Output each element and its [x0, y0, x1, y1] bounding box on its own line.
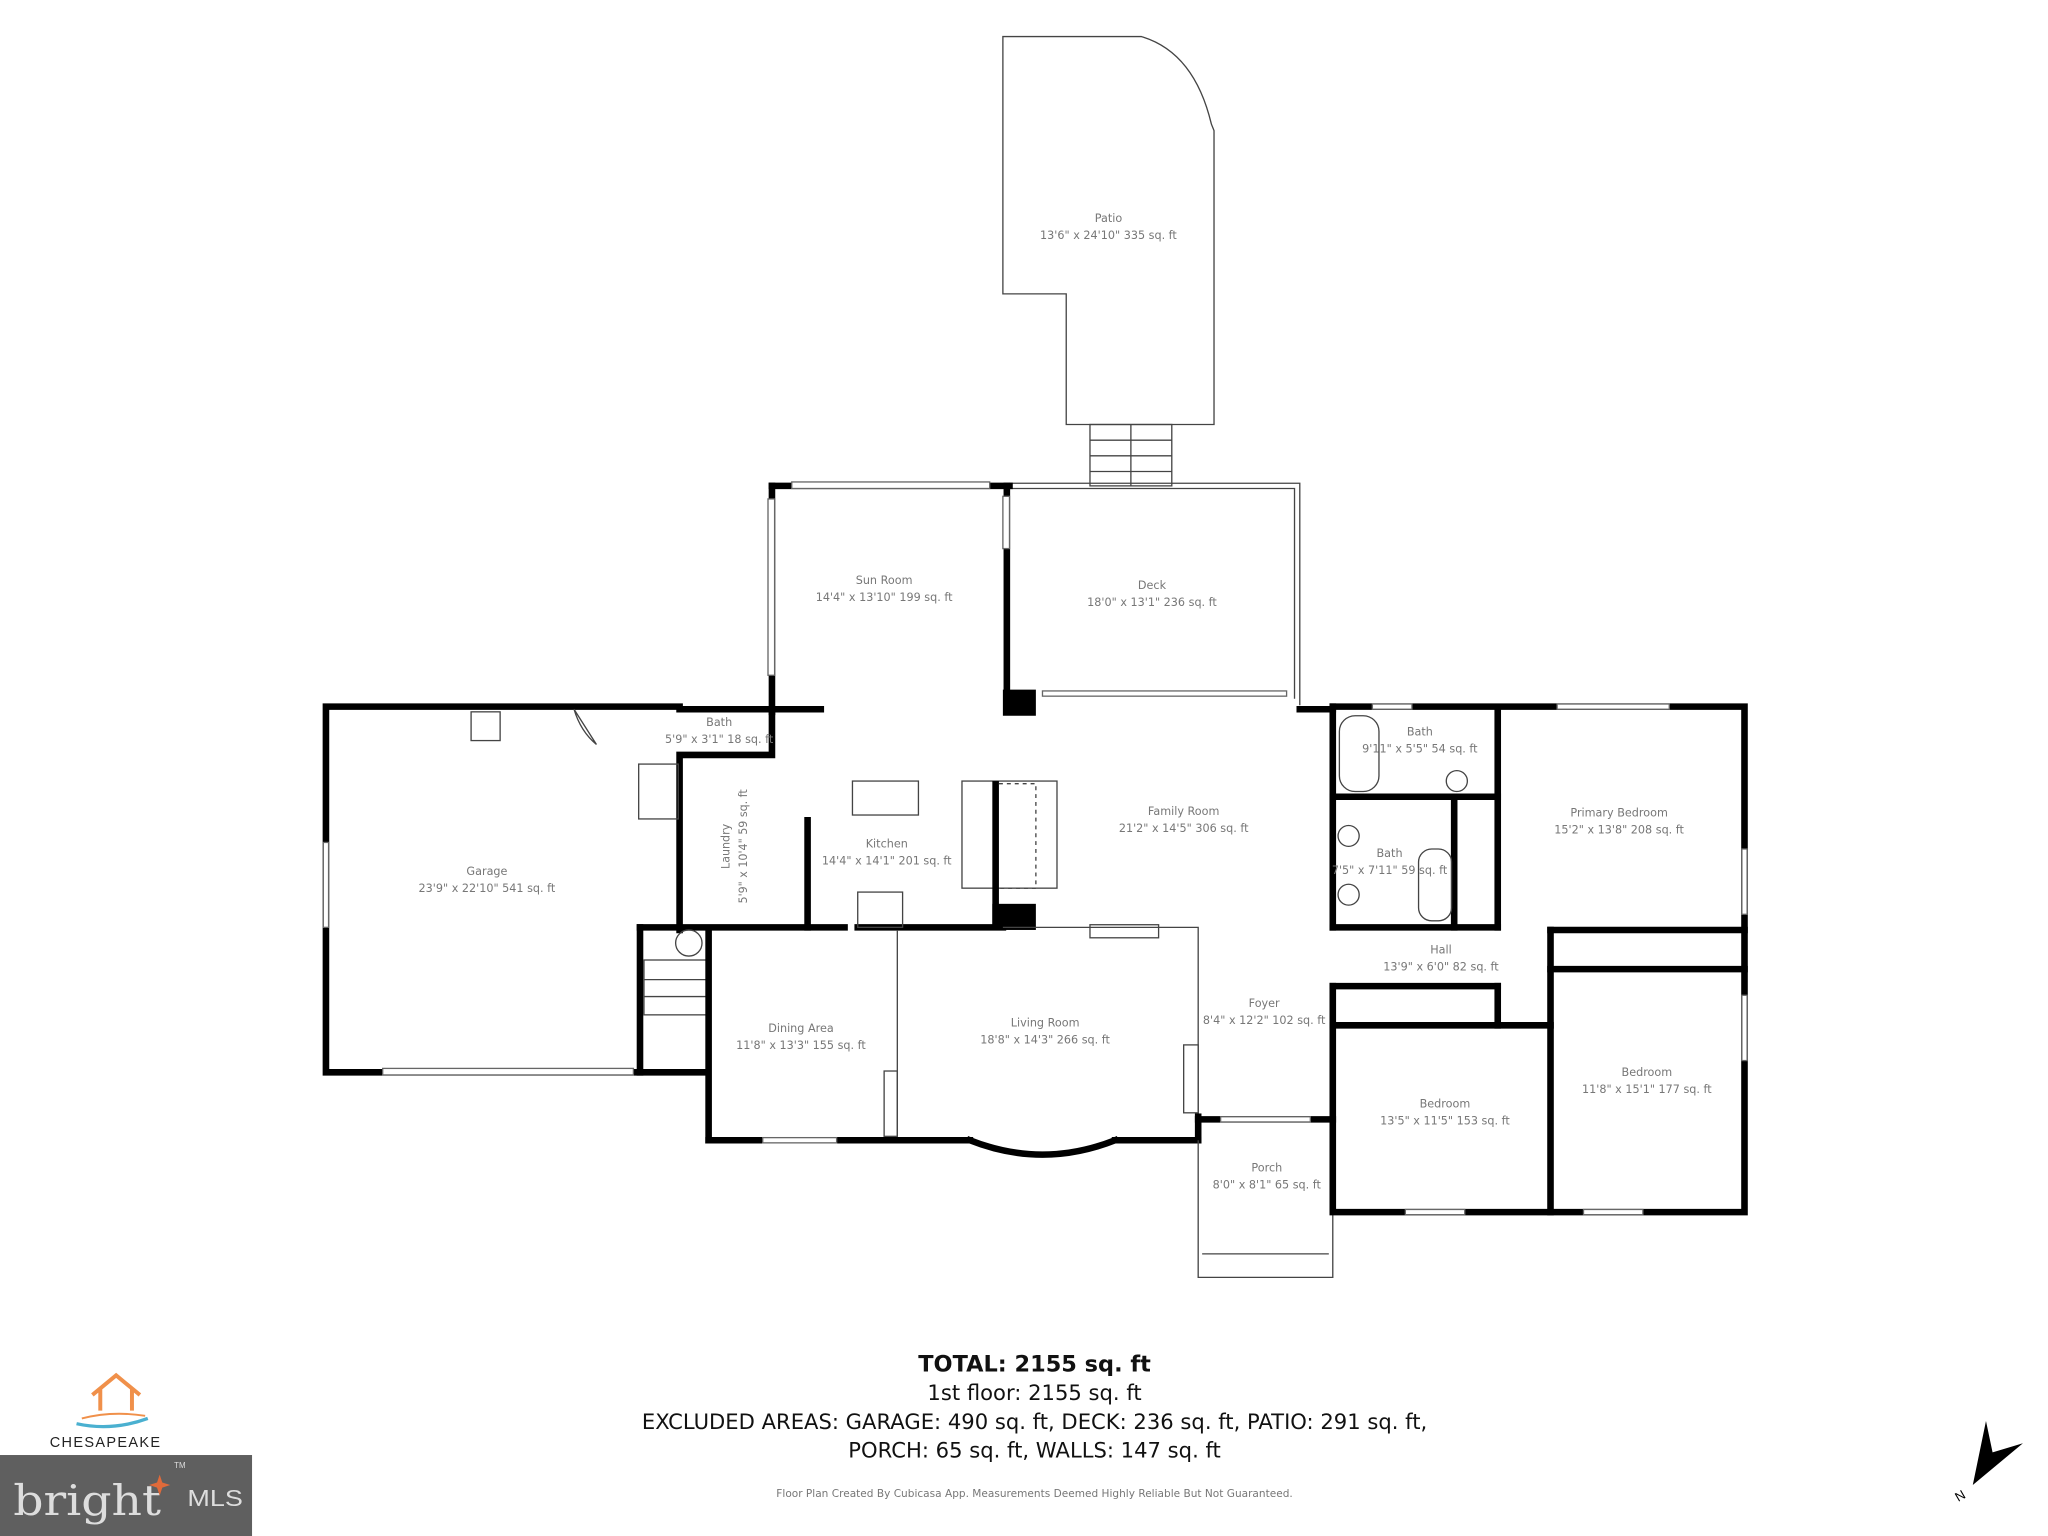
room-label-hall-bath: Bath 7'5" x 7'11" 59 sq. ft: [1332, 847, 1448, 877]
room-dims: 8'0" x 8'1" 65 sq. ft: [1213, 1179, 1322, 1192]
disclaimer: Floor Plan Created By Cubicasa App. Meas…: [776, 1488, 1292, 1500]
room-label-hall: Hall 13'9" x 6'0" 82 sq. ft: [1383, 944, 1499, 974]
room-name: Bath: [706, 716, 732, 729]
room-dims: 9'11" x 5'5" 54 sq. ft: [1362, 742, 1478, 755]
room-label-living-room: Living Room 18'8" x 14'3" 266 sq. ft: [980, 1017, 1110, 1047]
room-label-patio: Patio 13'6" x 24'10" 335 sq. ft: [1040, 212, 1177, 242]
deck-outline: [1009, 482, 1301, 706]
tm-text: TM: [174, 1461, 185, 1470]
room-dims: 14'4" x 13'10" 199 sq. ft: [816, 591, 953, 604]
room-dims: 23'9" x 22'10" 541 sq. ft: [419, 882, 556, 895]
room-name: Deck: [1138, 579, 1167, 592]
room-name: Porch: [1251, 1162, 1282, 1175]
room-label-laundry: Laundry 5'9" x 10'4" 59 sq. ft: [720, 789, 750, 904]
room-dims: 13'6" x 24'10" 335 sq. ft: [1040, 229, 1177, 242]
bright-mls-logo: bright MLS TM: [0, 1455, 253, 1536]
room-name: Hall: [1430, 944, 1452, 957]
room-dims: 5'9" x 3'1" 18 sq. ft: [665, 733, 774, 746]
excluded-areas-line-2: PORCH: 65 sq. ft, WALLS: 147 sq. ft: [848, 1439, 1221, 1463]
mls-text: MLS: [187, 1486, 242, 1512]
star-icon: [149, 1474, 171, 1496]
room-dims: 7'5" x 7'11" 59 sq. ft: [1332, 864, 1448, 877]
bright-text: bright: [13, 1476, 161, 1525]
excluded-areas-line-1: EXCLUDED AREAS: GARAGE: 490 sq. ft, DECK…: [642, 1410, 1427, 1434]
room-label-porch: Porch 8'0" x 8'1" 65 sq. ft: [1213, 1162, 1322, 1192]
patio-outline: [1002, 35, 1215, 487]
room-label-foyer: Foyer 8'4" x 12'2" 102 sq. ft: [1203, 997, 1326, 1027]
room-name: Bedroom: [1622, 1066, 1673, 1079]
room-label-garage: Garage 23'9" x 22'10" 541 sq. ft: [419, 865, 556, 895]
room-dims: 15'2" x 13'8" 208 sq. ft: [1554, 823, 1684, 836]
room-label-sun-room: Sun Room 14'4" x 13'10" 199 sq. ft: [816, 574, 953, 604]
room-name: Patio: [1095, 212, 1123, 225]
compass-label: N: [1952, 1487, 1968, 1505]
room-label-dining-area: Dining Area 11'8" x 13'3" 155 sq. ft: [736, 1022, 866, 1052]
room-name: Primary Bedroom: [1570, 806, 1667, 819]
room-name: Bath: [1377, 847, 1403, 860]
room-label-bedroom-2: Bedroom 11'8" x 15'1" 177 sq. ft: [1582, 1066, 1712, 1096]
room-dims: 18'8" x 14'3" 266 sq. ft: [980, 1034, 1110, 1047]
chesapeake-logo: CHESAPEAKE: [50, 1372, 162, 1451]
room-dims: 18'0" x 13'1" 236 sq. ft: [1087, 596, 1217, 609]
room-dims: 8'4" x 12'2" 102 sq. ft: [1203, 1014, 1326, 1027]
room-name: Laundry: [720, 823, 733, 869]
room-name: Sun Room: [856, 574, 913, 587]
room-label-kitchen: Kitchen 14'4" x 14'1" 201 sq. ft: [822, 838, 952, 868]
north-arrow-icon: N: [1952, 1421, 2023, 1505]
room-name: Foyer: [1249, 997, 1280, 1010]
room-label-primary-bath: Bath 9'11" x 5'5" 54 sq. ft: [1362, 725, 1478, 755]
room-name: Garage: [466, 865, 507, 878]
room-name: Bath: [1407, 725, 1433, 738]
room-dims: 21'2" x 14'5" 306 sq. ft: [1119, 822, 1249, 835]
walls: [322, 481, 1748, 1279]
room-label-bedroom-1: Bedroom 13'5" x 11'5" 153 sq. ft: [1380, 1098, 1510, 1128]
room-name: Bedroom: [1420, 1098, 1471, 1111]
room-name: Family Room: [1148, 805, 1219, 818]
room-dims: 5'9" x 10'4" 59 sq. ft: [737, 789, 750, 904]
room-dims: 11'8" x 15'1" 177 sq. ft: [1582, 1083, 1712, 1096]
total-area: TOTAL: 2155 sq. ft: [918, 1352, 1151, 1378]
room-dims: 13'9" x 6'0" 82 sq. ft: [1383, 961, 1499, 974]
room-name: Dining Area: [768, 1022, 833, 1035]
room-label-deck: Deck 18'0" x 13'1" 236 sq. ft: [1087, 579, 1217, 609]
room-name: Kitchen: [866, 838, 908, 851]
room-dims: 13'5" x 11'5" 153 sq. ft: [1380, 1115, 1510, 1128]
floor-area: 1st floor: 2155 sq. ft: [927, 1381, 1141, 1405]
room-label-half-bath: Bath 5'9" x 3'1" 18 sq. ft: [665, 716, 774, 746]
room-label-family-room: Family Room 21'2" x 14'5" 306 sq. ft: [1119, 805, 1249, 835]
room-dims: 11'8" x 13'3" 155 sq. ft: [736, 1039, 866, 1052]
room-dims: 14'4" x 14'1" 201 sq. ft: [822, 855, 952, 868]
room-name: Living Room: [1011, 1017, 1080, 1030]
chesapeake-text: CHESAPEAKE: [50, 1435, 162, 1451]
room-label-primary-bedroom: Primary Bedroom 15'2" x 13'8" 208 sq. ft: [1554, 806, 1684, 836]
